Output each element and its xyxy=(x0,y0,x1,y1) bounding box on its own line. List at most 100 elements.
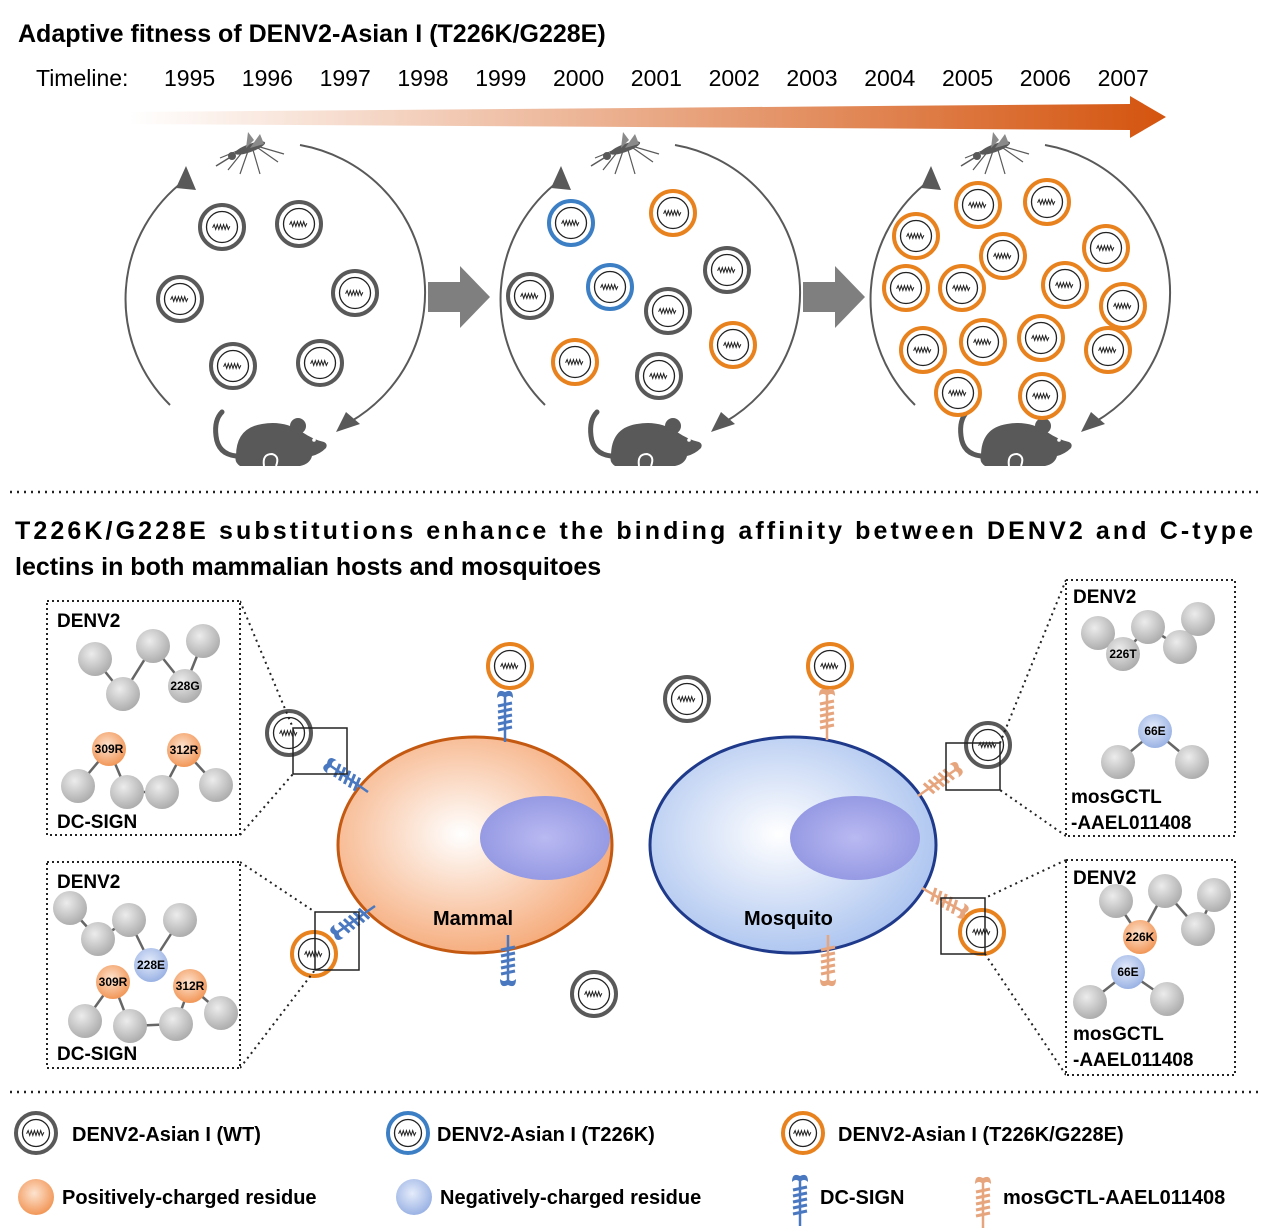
mammal-label: Mammal xyxy=(433,908,513,930)
residue-label: 228E xyxy=(137,958,165,972)
timeline-year: 2007 xyxy=(1098,65,1149,91)
box-receptor-label: DC-SIGN xyxy=(57,812,137,833)
virus-particle-wt xyxy=(331,269,379,317)
timeline-year: 2006 xyxy=(1020,65,1071,91)
timeline-year: 2000 xyxy=(553,65,604,91)
timeline-year: 2005 xyxy=(942,65,993,91)
residue-label: 228G xyxy=(170,679,199,693)
positive-residue-icon xyxy=(18,1179,54,1215)
residue-label: 309R xyxy=(95,742,124,756)
residue-bead xyxy=(113,1009,147,1043)
mosgctl-icon xyxy=(973,1175,993,1230)
virus-particle-d xyxy=(979,232,1027,280)
box-receptor-label-1: mosGCTL xyxy=(1073,1024,1164,1045)
virus-particle-d xyxy=(709,321,757,369)
negative-residue: 66E xyxy=(1111,955,1145,989)
positive-residue: 312R xyxy=(167,733,201,767)
virus-particle-d xyxy=(551,338,599,386)
virus-particle-d xyxy=(1018,372,1066,420)
virus-particle-d xyxy=(781,1111,825,1155)
mosquito-nucleus xyxy=(790,796,920,880)
virus-particle-wt xyxy=(156,275,204,323)
timeline-year: 1995 xyxy=(164,65,215,91)
negative-residue: 66E xyxy=(1138,714,1172,748)
virus-particle-k xyxy=(586,263,634,311)
virus-particle-d xyxy=(1082,224,1130,272)
timeline-arrow xyxy=(130,96,1166,138)
virus-particle-wt xyxy=(635,352,683,400)
timeline-year: 2002 xyxy=(709,65,760,91)
residue-bead xyxy=(199,768,233,802)
cycle-1 xyxy=(124,131,427,466)
residue-bead xyxy=(68,1004,102,1038)
zoom-connectors xyxy=(239,579,1067,1076)
residue-label: 66E xyxy=(1117,965,1138,979)
virus-particle-wt xyxy=(663,675,711,723)
box-receptor-label-2: -AAEL011408 xyxy=(1073,1050,1193,1071)
timeline-year: 2001 xyxy=(631,65,682,91)
residue-bead xyxy=(110,775,144,809)
residue-label: 312R xyxy=(170,743,199,757)
residue-bead: 228G xyxy=(168,669,202,703)
residue-bead xyxy=(145,775,179,809)
residue-bead xyxy=(1073,985,1107,1019)
timeline-year: 1998 xyxy=(397,65,448,91)
virus-particle-wt xyxy=(506,272,554,320)
legend-wt-label: DENV2-Asian I (WT) xyxy=(72,1124,261,1146)
residue-bead xyxy=(106,677,140,711)
legend-positive-label: Positively-charged residue xyxy=(62,1187,317,1209)
residue-bead xyxy=(1150,982,1184,1016)
zoom-square-mosquito-bottom xyxy=(940,897,986,955)
timeline-year: 1996 xyxy=(242,65,293,91)
positive-residue: 226K xyxy=(1123,920,1157,954)
virus-particle-d xyxy=(899,326,947,374)
residue-bead xyxy=(1181,602,1215,636)
cycle-2 xyxy=(499,131,802,466)
negative-residue: 228E xyxy=(134,948,168,982)
figure-title: Adaptive fitness of DENV2-Asian I (T226K… xyxy=(18,20,606,48)
legend-double-label: DENV2-Asian I (T226K/G228E) xyxy=(838,1124,1124,1146)
virus-particle-wt xyxy=(209,342,257,390)
residue-bead xyxy=(112,903,146,937)
virus-particle-d xyxy=(959,318,1007,366)
virus-particle-wt xyxy=(703,246,751,294)
residue-bead xyxy=(1081,616,1115,650)
box-receptor-label-2: -AAEL011408 xyxy=(1071,813,1191,834)
mosquito-label: Mosquito xyxy=(744,908,833,930)
virus-particle-d xyxy=(1023,178,1071,226)
virus-particle-d xyxy=(882,264,930,312)
virus-particles xyxy=(156,178,1147,1018)
residue-bead: 226T xyxy=(1106,637,1140,671)
virus-particle-wt xyxy=(964,721,1012,769)
residue-bead xyxy=(204,996,238,1030)
virus-particle-d xyxy=(1084,326,1132,374)
positive-residue: 312R xyxy=(173,969,207,1003)
virus-particle-d xyxy=(1099,282,1147,330)
box-receptor-label-1: mosGCTL xyxy=(1071,787,1162,808)
virus-particle-d xyxy=(486,642,534,690)
virus-particle-d xyxy=(934,369,982,417)
virus-particle-wt xyxy=(275,200,323,248)
residue-bead xyxy=(1148,874,1182,908)
legend-dcsign-label: DC-SIGN xyxy=(820,1187,904,1209)
transition-arrow-1 xyxy=(428,266,490,328)
timeline-year: 2004 xyxy=(864,65,915,91)
residue-bead xyxy=(53,891,87,925)
positive-residue: 309R xyxy=(96,965,130,999)
transition-arrow-2 xyxy=(803,266,865,328)
residue-bead xyxy=(159,1007,193,1041)
mammal-nucleus xyxy=(480,796,610,880)
residue-bead xyxy=(61,769,95,803)
virus-particle-wt xyxy=(570,970,618,1018)
zoom-square-mammal-top xyxy=(292,727,348,775)
virus-particle-wt xyxy=(644,287,692,335)
residue-label: 226T xyxy=(1109,647,1137,661)
box-virus-label: DENV2 xyxy=(57,611,120,632)
timeline-year: 2003 xyxy=(786,65,837,91)
virus-particle-wt xyxy=(265,709,313,757)
residue-bead xyxy=(1181,912,1215,946)
